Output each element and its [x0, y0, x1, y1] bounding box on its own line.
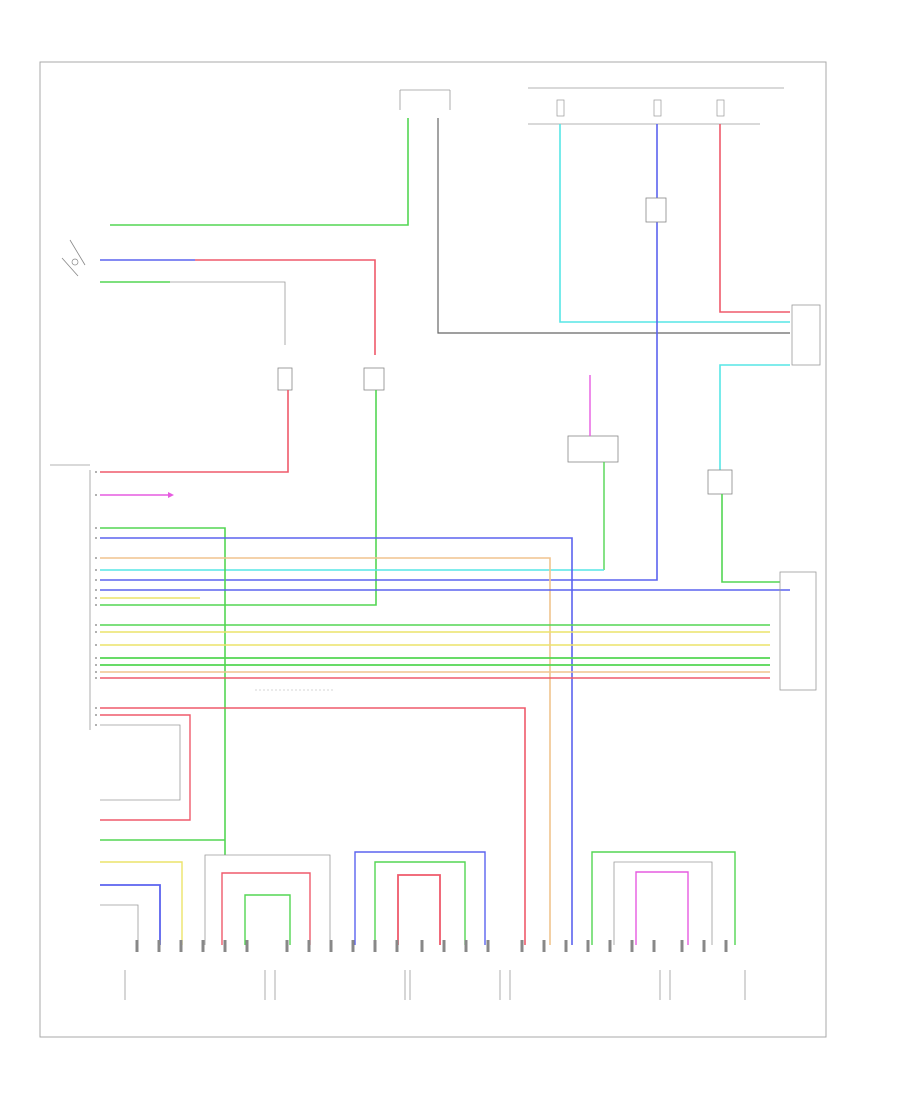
connector-pin	[564, 940, 568, 952]
wire-red-loop-2	[397, 874, 441, 945]
connector-pin	[245, 940, 249, 952]
diagram-frame	[39, 61, 827, 1038]
bottom-connector-c1	[124, 940, 266, 1000]
connector-pin	[680, 940, 684, 952]
module-right-lower	[779, 571, 817, 691]
connector-pin	[135, 940, 139, 952]
module-pin	[95, 569, 97, 571]
arrow-right-icon	[168, 492, 174, 498]
fuse-top-left	[399, 89, 451, 110]
wire-cyan-right-lower	[719, 364, 790, 470]
module-pin	[95, 557, 97, 559]
module-pin	[95, 677, 97, 679]
connector-pin	[630, 940, 634, 952]
wire-green-loop-2	[374, 861, 466, 945]
connector-pin	[285, 940, 289, 952]
wire-green-right-lower	[721, 494, 780, 583]
bottom-connector-c2	[274, 940, 406, 1000]
connector-pin	[652, 940, 656, 952]
module-pin	[95, 471, 97, 473]
connector-pin	[201, 940, 205, 952]
wire-green-loop-3	[591, 851, 736, 945]
module-pin	[95, 589, 97, 591]
wire-gray-loop-1	[204, 854, 331, 945]
connector-pin	[420, 940, 424, 952]
connector-pin	[307, 940, 311, 952]
module-pin	[95, 714, 97, 716]
connector-pin	[608, 940, 612, 952]
module-pin	[95, 664, 97, 666]
wire-gray-switch	[170, 281, 286, 345]
connector-pin	[223, 940, 227, 952]
module-pins	[95, 471, 97, 726]
wire-gray-loop-3	[613, 861, 713, 945]
ignition-switch	[61, 239, 86, 277]
wire-cyan-right	[559, 124, 790, 323]
connector-pin	[157, 940, 161, 952]
wire-red-right	[719, 124, 790, 313]
wire-red-bus-2	[100, 707, 526, 945]
wire-red-lower-left	[100, 714, 191, 821]
relay-right-top	[645, 197, 667, 223]
module-pin	[95, 597, 97, 599]
connector-pin	[373, 940, 377, 952]
wire-green-loop-1	[244, 894, 291, 945]
module-pin	[95, 527, 97, 529]
wire-red-loop-1	[221, 872, 311, 945]
wire-orange-bus-1	[100, 557, 551, 945]
wire-red-module	[100, 390, 289, 473]
module-pin	[95, 631, 97, 633]
module-right-upper	[791, 304, 821, 366]
module-pin	[95, 671, 97, 673]
relay-mid	[363, 367, 385, 391]
switch-mid-right	[567, 435, 619, 463]
connector-pin	[586, 940, 590, 952]
bottom-connector-c3	[409, 940, 501, 1000]
module-pin	[95, 707, 97, 709]
connector-pin	[351, 940, 355, 952]
bottom-connector-c4	[509, 940, 661, 1000]
wire-blue-bus-1	[100, 537, 573, 945]
module-pin	[95, 494, 97, 496]
module-pin	[95, 724, 97, 726]
module-pin	[95, 657, 97, 659]
bottom-connectors	[124, 940, 746, 1000]
connector-pin	[724, 940, 728, 952]
fuse-block-top	[528, 87, 784, 125]
relay-left	[277, 367, 293, 391]
main-module-left	[50, 464, 91, 730]
connector-pin	[520, 940, 524, 952]
connector-pin	[442, 940, 446, 952]
connector-pin	[464, 940, 468, 952]
wire-gray-lower-left	[100, 724, 181, 801]
relay-right-lower	[707, 469, 733, 495]
wire-blue-loop-2	[354, 851, 486, 945]
module-pin	[95, 537, 97, 539]
module-pin	[95, 579, 97, 581]
module-pin	[95, 604, 97, 606]
connector-pin	[702, 940, 706, 952]
wire-green-top	[110, 118, 409, 226]
wire-blue-lower-left	[100, 884, 161, 945]
wire-yellow-lower-left	[100, 861, 183, 945]
connector-pin	[179, 940, 183, 952]
wire-gray-lower-left-2	[100, 904, 139, 945]
connector-pin	[329, 940, 333, 952]
wire-green-bus-1	[100, 527, 226, 855]
connector-pin	[542, 940, 546, 952]
wire-magenta-loop-3	[635, 871, 689, 945]
bottom-connector-c5	[669, 940, 746, 1000]
wire-black-top	[437, 118, 790, 334]
wire-blue-right	[100, 124, 658, 581]
module-pin	[95, 624, 97, 626]
module-pin	[95, 644, 97, 646]
connector-pin	[395, 940, 399, 952]
wire-red-switch	[195, 259, 376, 355]
connector-pin	[486, 940, 490, 952]
wire-green-mid	[100, 390, 377, 606]
